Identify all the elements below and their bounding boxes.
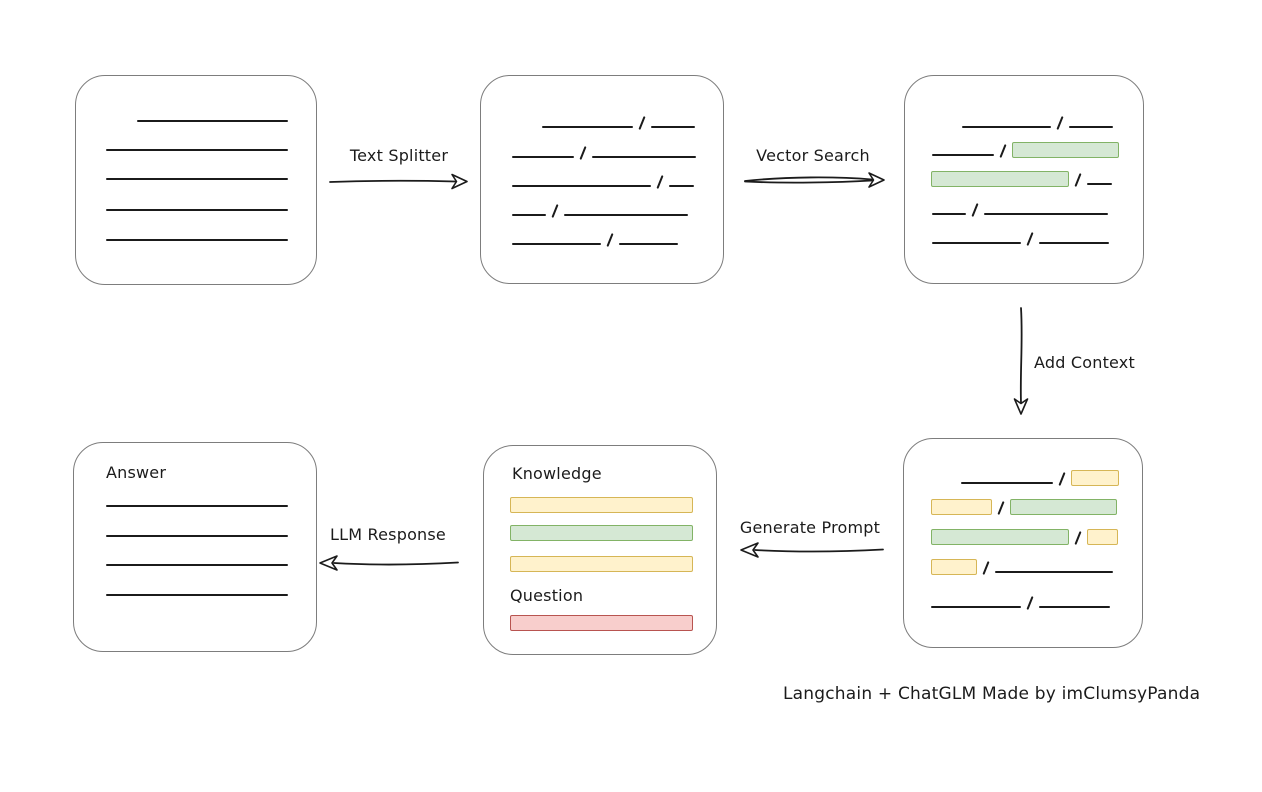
knowledge-bar-green bbox=[510, 525, 693, 541]
slash-mark bbox=[1058, 472, 1066, 486]
text-line-segment bbox=[512, 185, 651, 187]
slash-mark bbox=[551, 204, 559, 218]
text-line-segment bbox=[542, 126, 633, 128]
slash-mark bbox=[638, 116, 646, 130]
slash-mark bbox=[1026, 596, 1034, 610]
context-chunks-box bbox=[903, 438, 1143, 648]
text-line-segment bbox=[995, 571, 1113, 573]
text-line-segment bbox=[1039, 242, 1109, 244]
text-line-segment bbox=[932, 154, 994, 156]
highlight-yellow-segment bbox=[931, 499, 992, 515]
text-line-segment bbox=[1039, 606, 1110, 608]
text-splitter-label: Text Splitter bbox=[349, 146, 449, 165]
document-box bbox=[75, 75, 317, 285]
highlight-yellow-segment bbox=[1087, 529, 1118, 545]
generate-prompt-label: Generate Prompt bbox=[739, 518, 881, 537]
text-row bbox=[106, 137, 288, 153]
text-row bbox=[932, 201, 1108, 217]
knowledge-bar-yellow bbox=[510, 497, 693, 513]
highlight-yellow-segment bbox=[1071, 470, 1119, 486]
text-line-segment bbox=[137, 120, 288, 122]
answer-label: Answer bbox=[106, 463, 167, 482]
text-line-segment bbox=[984, 213, 1108, 215]
knowledge-bar-yellow bbox=[510, 556, 693, 572]
text-line-segment bbox=[932, 213, 966, 215]
text-row bbox=[512, 173, 694, 189]
slash-mark bbox=[579, 146, 587, 160]
highlight-green-segment bbox=[931, 171, 1069, 187]
llm-response-label: LLM Response bbox=[330, 525, 446, 544]
text-row bbox=[931, 499, 1117, 515]
slash-mark bbox=[982, 561, 990, 575]
text-line-segment bbox=[592, 156, 696, 158]
prompt-box: Knowledge Question bbox=[483, 445, 717, 655]
vector-search-arrow bbox=[744, 172, 885, 188]
highlight-yellow-segment bbox=[931, 559, 977, 575]
text-line-segment bbox=[564, 214, 688, 216]
slash-mark bbox=[999, 144, 1007, 158]
text-line-segment bbox=[932, 242, 1021, 244]
answer-box: Answer bbox=[73, 442, 317, 652]
slash-mark bbox=[1074, 173, 1082, 187]
text-splitter-arrow bbox=[329, 173, 468, 190]
text-line-segment bbox=[106, 209, 288, 211]
slash-mark bbox=[1026, 232, 1034, 246]
text-row bbox=[931, 529, 1118, 545]
slash-mark bbox=[971, 203, 979, 217]
text-row bbox=[961, 470, 1119, 486]
text-row bbox=[932, 230, 1109, 246]
text-row bbox=[931, 171, 1112, 187]
answer-line bbox=[106, 564, 288, 566]
generate-prompt-arrow bbox=[740, 542, 884, 558]
text-line-segment bbox=[931, 606, 1021, 608]
slash-mark bbox=[606, 233, 614, 247]
text-line-segment bbox=[512, 156, 574, 158]
text-row bbox=[932, 142, 1119, 158]
text-line-segment bbox=[106, 149, 288, 151]
question-label: Question bbox=[510, 586, 584, 605]
vector-search-label: Vector Search bbox=[756, 146, 870, 165]
slash-mark bbox=[1056, 116, 1064, 130]
text-row bbox=[962, 114, 1113, 130]
text-row bbox=[542, 114, 695, 130]
text-row bbox=[137, 108, 288, 124]
text-row bbox=[106, 197, 288, 213]
slash-mark bbox=[997, 501, 1005, 515]
text-row bbox=[106, 166, 288, 182]
text-line-segment bbox=[961, 482, 1053, 484]
text-row bbox=[512, 144, 696, 160]
answer-line bbox=[106, 594, 288, 596]
answer-line bbox=[106, 535, 288, 537]
text-line-segment bbox=[512, 243, 601, 245]
text-line-segment bbox=[106, 178, 288, 180]
answer-line bbox=[106, 505, 288, 507]
text-line-segment bbox=[1069, 126, 1113, 128]
text-line-segment bbox=[669, 185, 694, 187]
highlight-green-segment bbox=[1010, 499, 1117, 515]
matched-chunks-box bbox=[904, 75, 1144, 284]
text-line-segment bbox=[619, 243, 678, 245]
text-row bbox=[931, 559, 1113, 575]
text-row bbox=[512, 231, 678, 247]
split-chunks-box bbox=[480, 75, 724, 284]
knowledge-label: Knowledge bbox=[512, 464, 602, 483]
add-context-arrow bbox=[1013, 307, 1029, 415]
slash-mark bbox=[656, 175, 664, 189]
text-line-segment bbox=[651, 126, 695, 128]
text-line-segment bbox=[1087, 183, 1112, 185]
text-line-segment bbox=[962, 126, 1051, 128]
question-bar bbox=[510, 615, 693, 631]
add-context-label: Add Context bbox=[1034, 353, 1135, 372]
highlight-green-segment bbox=[931, 529, 1069, 545]
highlight-green-segment bbox=[1012, 142, 1119, 158]
text-line-segment bbox=[106, 239, 288, 241]
text-row bbox=[512, 202, 688, 218]
slash-mark bbox=[1074, 531, 1082, 545]
llm-response-arrow bbox=[319, 555, 459, 571]
diagram-caption: Langchain + ChatGLM Made by imClumsyPand… bbox=[783, 684, 1201, 704]
text-line-segment bbox=[512, 214, 546, 216]
text-row bbox=[106, 227, 288, 243]
text-row bbox=[931, 594, 1110, 610]
